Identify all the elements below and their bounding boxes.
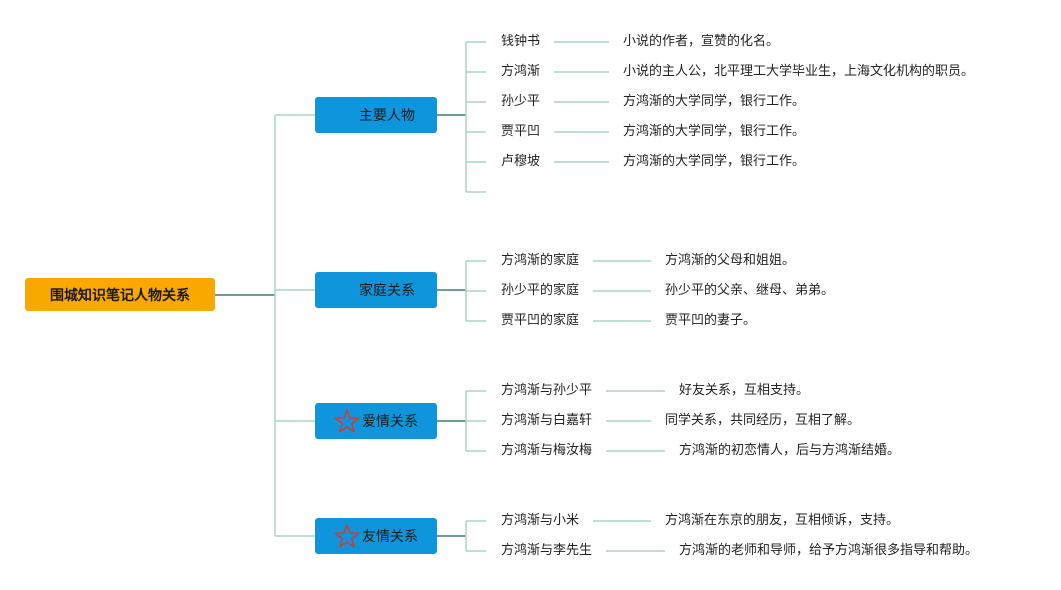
leaf-topic[interactable]: 卢穆坡 <box>501 154 541 169</box>
leaf-topic[interactable]: 方鸿渐 <box>501 64 541 79</box>
leaf-topic[interactable]: 钱钟书 <box>501 34 541 49</box>
leaf-topic[interactable]: 贾平凹的家庭 <box>501 313 580 328</box>
leaf-description[interactable]: 贾平凹的妻子。 <box>665 313 757 328</box>
branch-topic-4[interactable]: 友情关系 <box>315 518 437 554</box>
leaf-description[interactable]: 小说的主人公，北平理工大学毕业生，上海文化机构的职员。 <box>623 64 975 79</box>
branch-label: 爱情关系 <box>362 414 418 430</box>
star-icon <box>334 524 360 548</box>
branch-label: 家庭关系 <box>359 283 415 299</box>
leaf-description[interactable]: 同学关系，共同经历，互相了解。 <box>665 413 861 428</box>
root-topic[interactable]: 围城知识笔记人物关系 <box>25 278 215 311</box>
leaf-description[interactable]: 方鸿渐的父母和姐姐。 <box>665 253 796 268</box>
leaf-description[interactable]: 方鸿渐的大学同学，银行工作。 <box>623 124 806 139</box>
leaf-topic[interactable]: 方鸿渐与白嘉轩 <box>501 413 593 428</box>
branch-topic-1[interactable]: 主要人物 <box>315 97 437 133</box>
leaf-description[interactable]: 方鸿渐在东京的朋友，互相倾诉，支持。 <box>665 513 900 528</box>
branch-label: 主要人物 <box>359 108 415 124</box>
leaf-description[interactable]: 好友关系，互相支持。 <box>679 383 810 398</box>
branch-topic-2[interactable]: 家庭关系 <box>315 272 437 308</box>
star-icon <box>334 409 360 433</box>
leaf-description[interactable]: 方鸿渐的大学同学，银行工作。 <box>623 154 806 169</box>
leaf-description[interactable]: 方鸿渐的大学同学，银行工作。 <box>623 94 806 109</box>
leaf-topic[interactable]: 孙少平 <box>501 94 541 109</box>
leaf-description[interactable]: 方鸿渐的初恋情人，后与方鸿渐结婚。 <box>679 443 901 458</box>
leaf-topic[interactable]: 方鸿渐与孙少平 <box>501 383 593 398</box>
leaf-topic[interactable]: 贾平凹 <box>501 124 541 139</box>
leaf-topic[interactable]: 方鸿渐与李先生 <box>501 543 593 558</box>
branch-topic-3[interactable]: 爱情关系 <box>315 403 437 439</box>
leaf-topic[interactable]: 方鸿渐与小米 <box>501 513 580 528</box>
leaf-topic[interactable]: 方鸿渐与梅汝梅 <box>501 443 593 458</box>
leaf-description[interactable]: 小说的作者，宣赞的化名。 <box>623 34 780 49</box>
leaf-topic[interactable]: 方鸿渐的家庭 <box>501 253 580 268</box>
leaf-description[interactable]: 孙少平的父亲、继母、弟弟。 <box>665 283 835 298</box>
leaf-topic[interactable]: 孙少平的家庭 <box>501 283 580 298</box>
branch-label: 友情关系 <box>362 529 418 545</box>
leaf-description[interactable]: 方鸿渐的老师和导师，给予方鸿渐很多指导和帮助。 <box>679 543 979 558</box>
